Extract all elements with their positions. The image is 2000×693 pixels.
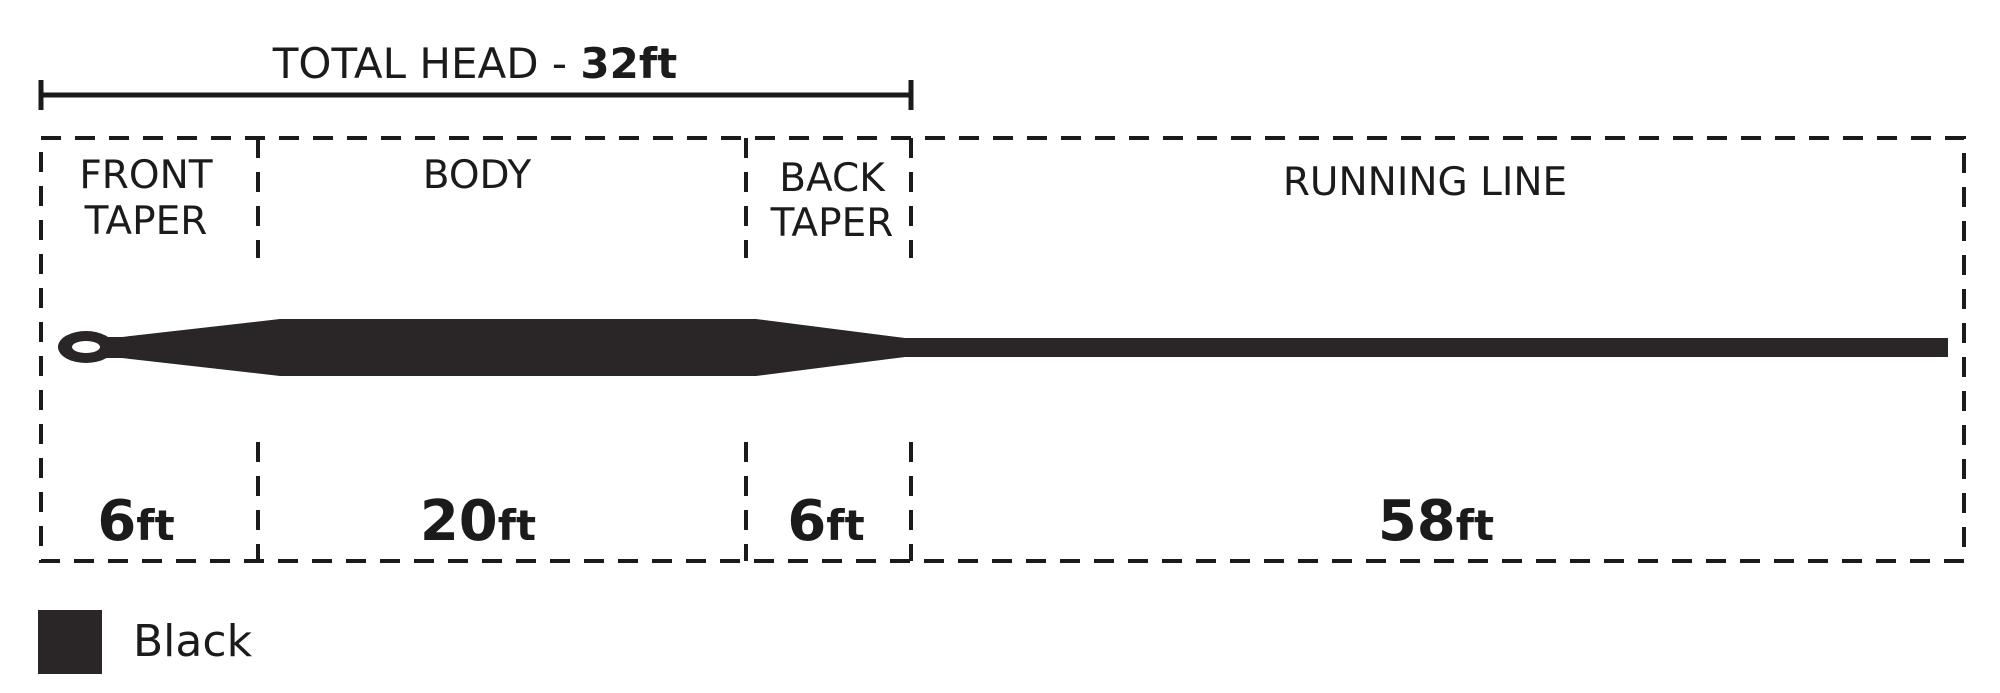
legend-color-label: Black [133, 616, 253, 667]
body-length: 20ft [420, 489, 536, 554]
fly-line-profile [58, 319, 1948, 376]
welded-loop-neck [104, 337, 126, 358]
section-frames [39, 136, 1966, 563]
back-taper-label-line1: BACK [779, 156, 886, 201]
color-legend: Black [38, 610, 253, 674]
running-line-length: 58ft [1378, 489, 1494, 554]
segment-lengths: 6ft 20ft 6ft 58ft [97, 489, 1494, 554]
outer-dashed-frame [39, 136, 1966, 563]
body-label: BODY [423, 153, 532, 198]
legend-color-swatch [38, 610, 102, 674]
front-taper-label-line1: FRONT [79, 153, 212, 198]
total-head-label: TOTAL HEAD - 32ft [272, 39, 677, 88]
running-line-label: RUNNING LINE [1283, 160, 1567, 205]
section-labels: FRONT TAPER BODY BACK TAPER RUNNING LINE [79, 153, 1567, 246]
back-taper-length: 6ft [787, 489, 864, 554]
back-taper-label-line2: TAPER [770, 201, 894, 246]
welded-loop-hole [72, 341, 100, 353]
front-taper-label-line2: TAPER [84, 199, 208, 244]
front-taper-length: 6ft [97, 489, 174, 554]
fly-line-shape [122, 319, 1948, 376]
total-head-dimension: TOTAL HEAD - 32ft [38, 39, 914, 110]
